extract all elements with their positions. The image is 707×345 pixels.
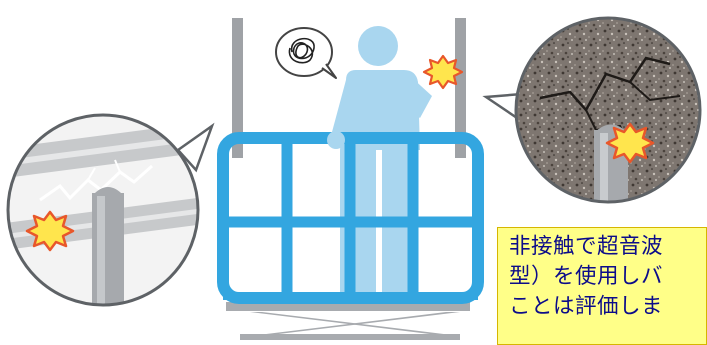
worker-hand <box>327 131 345 149</box>
caption-box: 非接触で超音波 型）を使用しバ ことは評価しま <box>497 227 707 345</box>
scissor-lift-base <box>226 302 470 340</box>
left-zoom-circle <box>6 113 215 307</box>
right-zoom-circle <box>482 16 702 204</box>
blue-safety-railing <box>217 132 484 304</box>
impact-burst-icon <box>422 54 464 90</box>
left-pillar <box>232 18 243 158</box>
right-pillar <box>455 18 466 158</box>
caption-line: ことは評価しま <box>509 294 664 319</box>
caption-line: 型）を使用しバ <box>509 264 664 289</box>
worried-thought-bubble-icon <box>275 27 337 79</box>
caption-line: 非接触で超音波 <box>509 234 664 259</box>
impact-burst-icon <box>25 210 75 252</box>
lift-platform-scene <box>217 18 484 340</box>
impact-burst-icon <box>605 122 655 164</box>
